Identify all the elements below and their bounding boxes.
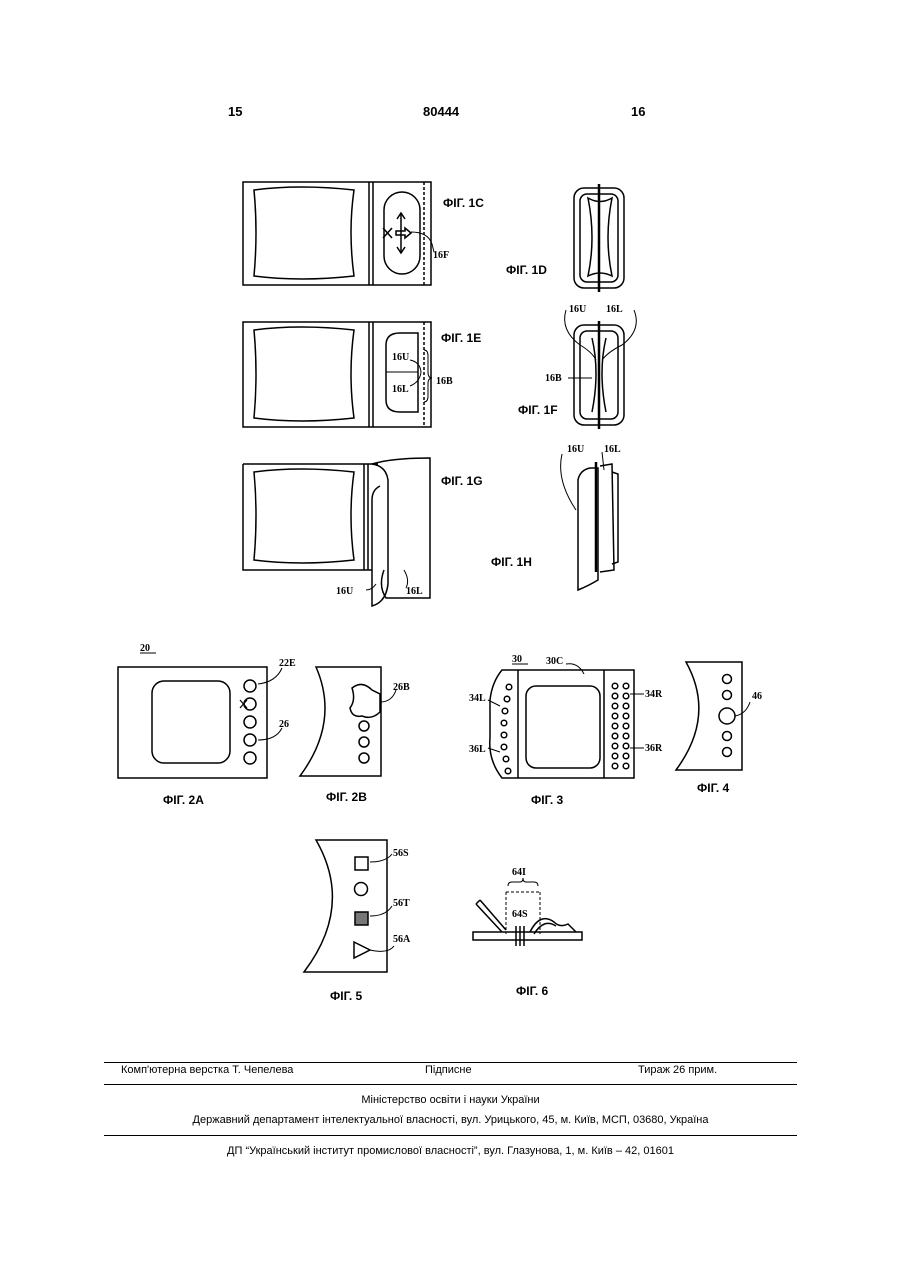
ref-56s: 56S [393, 848, 409, 859]
fig-5-drawing [304, 840, 394, 972]
ref-26: 26 [279, 719, 289, 730]
fig-5-label: ФІГ. 5 [330, 989, 363, 1003]
ref-16u-1h: 16U [567, 444, 584, 455]
ref-56a: 56A [393, 934, 411, 945]
fig-1f-drawing [565, 310, 637, 429]
fig-4-label: ФІГ. 4 [697, 781, 730, 795]
ref-16u-1g: 16U [336, 586, 353, 597]
ministry-line: Міністерство освіти і науки України [104, 1094, 797, 1106]
layout-credit: Комп'ютерна верстка Т. Чепелева [121, 1064, 293, 1076]
ref-16f: 16F [433, 250, 449, 261]
ref-26b: 26B [393, 682, 410, 693]
ref-16l-1h: 16L [604, 444, 621, 455]
fig-1h-drawing [561, 452, 618, 590]
ref-16b-1f: 16B [545, 373, 562, 384]
fig-1f-label: ФІГ. 1F [518, 403, 558, 417]
fig-1h-label: ФІГ. 1Н [491, 555, 532, 569]
fig-1g-drawing [243, 458, 430, 606]
ref-36l: 36L [469, 744, 486, 755]
ref-16l-1e: 16L [392, 384, 409, 395]
fig-3-drawing [488, 664, 644, 778]
fig-2a-drawing [118, 653, 282, 778]
fig-6-label: ФІГ. 6 [516, 984, 549, 998]
ref-64i: 64I [512, 867, 526, 878]
ref-22e: 22E [279, 658, 296, 669]
ref-56t: 56T [393, 898, 410, 909]
fig-2b-drawing [300, 667, 396, 776]
signed-note: Підписне [425, 1064, 472, 1076]
patent-drawings: ФІГ. 1С 16F ФІГ. 1D ФІГ. 1Е 16U 16L 16B … [0, 0, 901, 1040]
ref-16u-1e: 16U [392, 352, 409, 363]
fig-1c-label: ФІГ. 1С [443, 196, 484, 210]
ref-16l-1g: 16L [406, 586, 423, 597]
ref-16u-1f: 16U [569, 304, 586, 315]
ref-16l-1f: 16L [606, 304, 623, 315]
ref-30: 30 [512, 654, 522, 665]
ref-16b-1e: 16B [436, 376, 453, 387]
fig-1c-drawing [243, 182, 434, 285]
ref-34l: 34L [469, 693, 486, 704]
circulation: Тираж 26 прим. [638, 1064, 717, 1076]
ref-20: 20 [140, 643, 150, 654]
fig-1e-label: ФІГ. 1Е [441, 331, 481, 345]
footer-rule-bottom [104, 1135, 797, 1136]
fig-1g-label: ФІГ. 1G [441, 474, 483, 488]
ref-46: 46 [752, 691, 762, 702]
fig-2b-label: ФІГ. 2В [326, 790, 367, 804]
fig-1d-label: ФІГ. 1D [506, 263, 547, 277]
fig-3-label: ФІГ. 3 [531, 793, 564, 807]
footer-rule-mid [104, 1084, 797, 1085]
fig-2a-label: ФІГ. 2А [163, 793, 204, 807]
fig-4-drawing [676, 662, 750, 770]
institute-line: ДП “Український інститут промислової вла… [104, 1145, 797, 1157]
department-line: Державний департамент інтелектуальної вл… [104, 1114, 797, 1126]
ref-64s: 64S [512, 909, 528, 920]
ref-34r: 34R [645, 689, 663, 700]
fig-1e-drawing [243, 322, 432, 427]
fig-1d-drawing [574, 184, 624, 292]
ref-36r: 36R [645, 743, 663, 754]
ref-30c: 30C [546, 656, 563, 667]
footer-rule-top [104, 1062, 797, 1063]
